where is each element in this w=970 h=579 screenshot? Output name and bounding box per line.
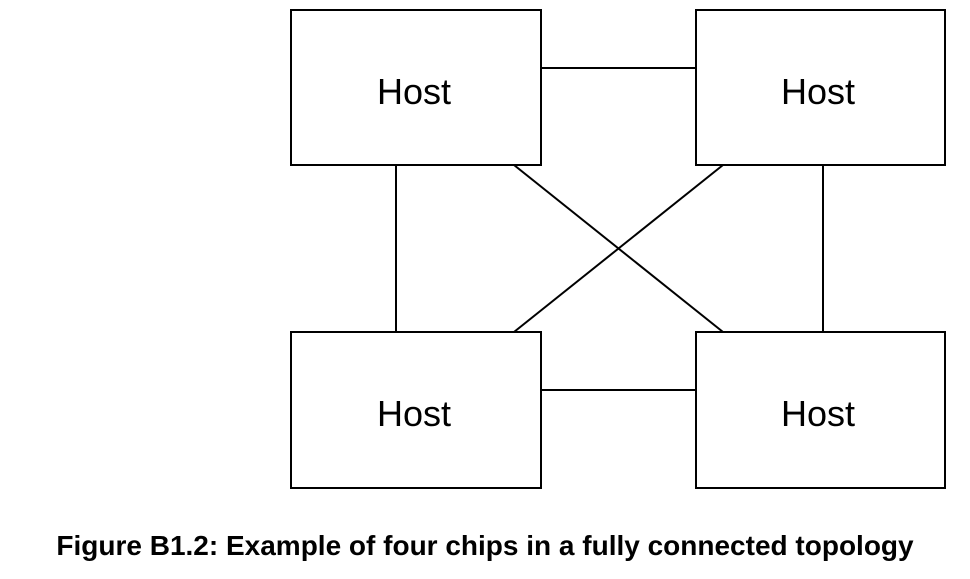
host-label: Host bbox=[377, 71, 451, 112]
host-label: Host bbox=[781, 393, 855, 434]
host-box bbox=[290, 9, 542, 166]
edge-top-right-bottom-left bbox=[513, 164, 724, 333]
host-label: Host bbox=[377, 393, 451, 434]
host-label: Host bbox=[781, 71, 855, 112]
host-box bbox=[290, 331, 542, 489]
host-node-bottom-right: Host bbox=[695, 331, 946, 489]
host-node-bottom-left: Host bbox=[290, 331, 542, 489]
host-box bbox=[695, 331, 946, 489]
host-node-top-right: Host bbox=[695, 9, 946, 166]
figure-caption: Figure B1.2: Example of four chips in a … bbox=[56, 530, 914, 561]
host-box bbox=[695, 9, 946, 166]
host-node-top-left: Host bbox=[290, 9, 542, 166]
